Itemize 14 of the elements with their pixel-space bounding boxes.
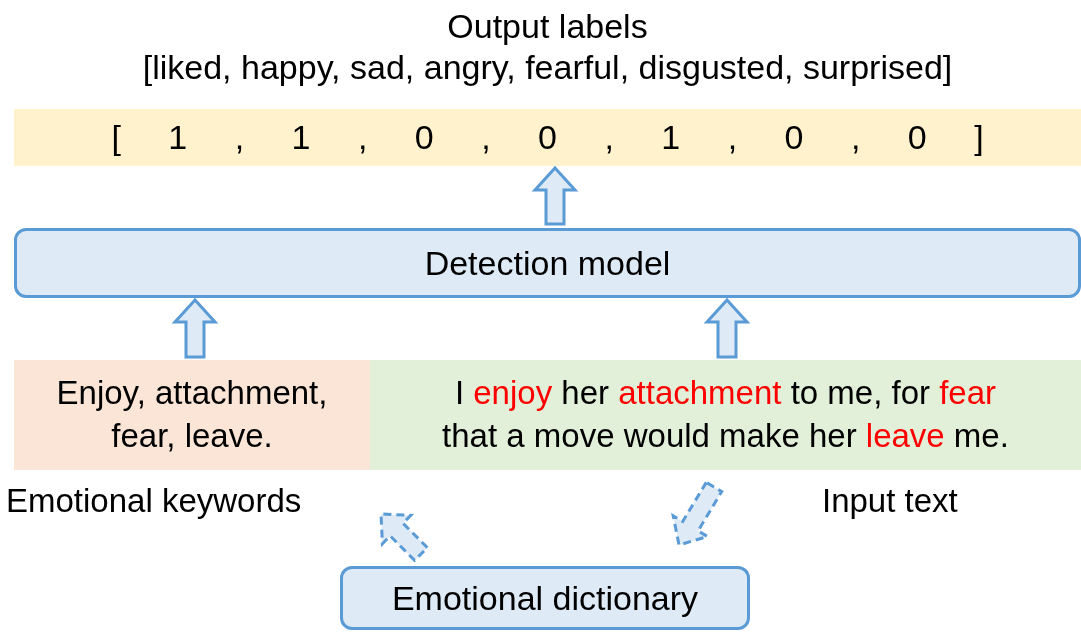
block-arrow [171,297,219,359]
process-box: Emotional dictionary [340,566,750,630]
text-panel: Enjoy, attachment, fear, leave. [14,360,370,470]
label-list: [liked, happy, sad, angry, fearful, disgusted, surprised] [14,46,1081,88]
process-box: Detection model [14,228,1081,298]
panel-caption: Input text [822,482,958,520]
block-arrow [531,165,579,226]
block-arrow [703,297,751,359]
text-panel: I enjoy her attachment to me, for fear that a move would make her leave me. [370,360,1081,470]
panel-caption: Emotional keywords [6,482,302,520]
chart-heading: Output labels [446,6,649,47]
label-values: [ 1 , 1 , 0 , 0 , 1 , 0 , 0 ] [111,118,984,157]
block-arrow [379,512,430,563]
block-arrow [671,480,724,547]
